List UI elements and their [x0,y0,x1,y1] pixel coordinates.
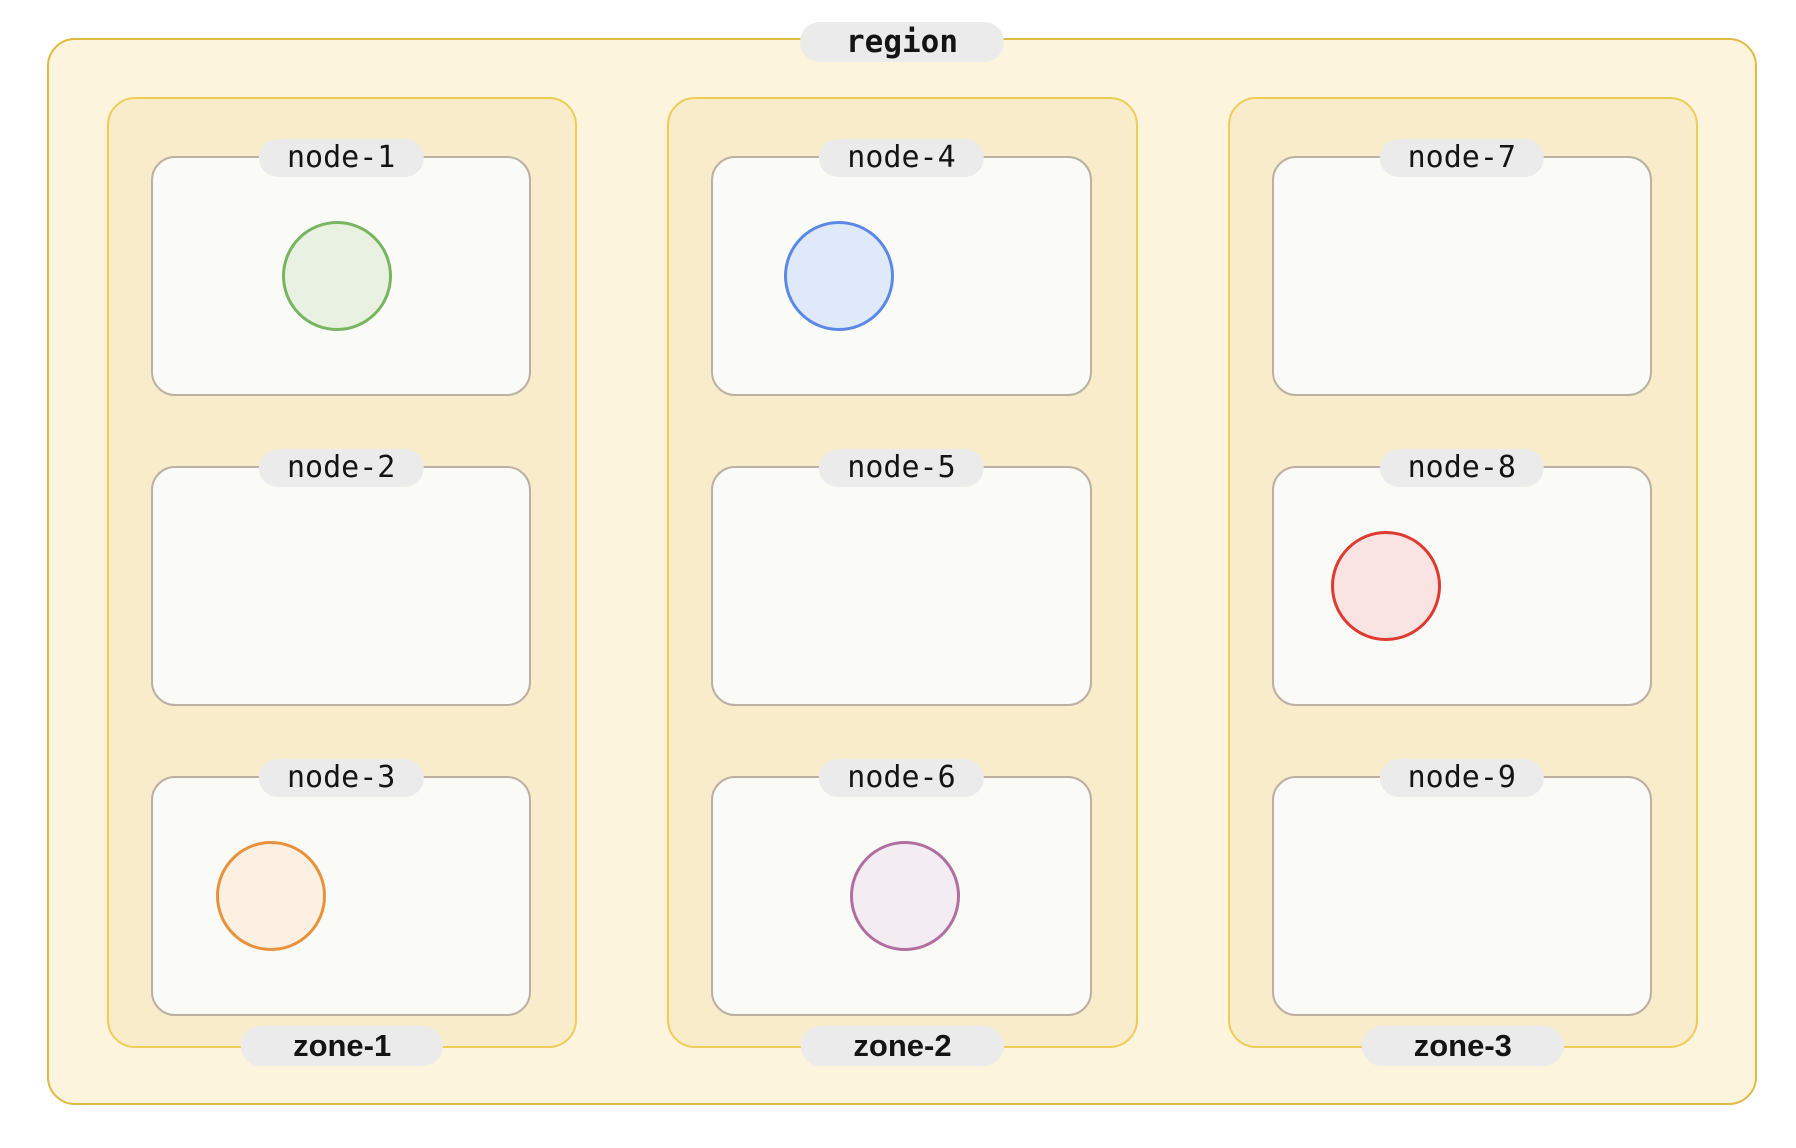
zone-label: zone-2 [801,1026,1004,1066]
node-label: node-2 [258,449,424,487]
zone-3-nodes: node-7 node-8 node-9 [1271,139,1652,1016]
node-box-node-6: node-6 [711,759,1092,1016]
node-box-node-1: node-1 [151,139,532,396]
region-group: region node-1 node-2 node-3 zone- [47,22,1757,1105]
pod-circle-red [1330,531,1441,641]
node-label: node-6 [819,759,984,797]
zone-label: zone-3 [1361,1026,1564,1066]
node-box-node-8: node-8 [1271,449,1652,706]
zone-label: zone-1 [241,1026,444,1066]
node-label: node-7 [1379,139,1544,177]
node-box-node-9: node-9 [1271,759,1652,1016]
pod-circle-purple [850,841,961,951]
node-label: node-4 [819,139,984,177]
pod-circle-blue [784,221,895,331]
zone-group-2: node-4 node-5 node-6 zone-2 [667,97,1138,1066]
node-box-node-5: node-5 [711,449,1092,706]
node-box-node-4: node-4 [711,139,1092,396]
zone-group-3: node-7 node-8 node-9 zone-3 [1227,97,1698,1066]
zones-row: node-1 node-2 node-3 zone-1 nod [107,97,1698,1066]
node-label: node-5 [819,449,984,487]
pod-circle-orange [216,841,327,951]
node-box-node-3: node-3 [151,759,532,1016]
node-label: node-9 [1379,759,1544,797]
node-box-node-2: node-2 [151,449,532,706]
zone-2-nodes: node-4 node-5 node-6 [711,139,1092,1016]
node-label: node-1 [258,139,424,177]
region-label: region [800,22,1004,62]
node-label: node-3 [258,759,424,797]
pod-circle-green [282,221,393,331]
zone-group-1: node-1 node-2 node-3 zone-1 [107,97,578,1066]
node-box-node-7: node-7 [1271,139,1652,396]
node-label: node-8 [1379,449,1544,487]
zone-1-nodes: node-1 node-2 node-3 [151,139,532,1016]
